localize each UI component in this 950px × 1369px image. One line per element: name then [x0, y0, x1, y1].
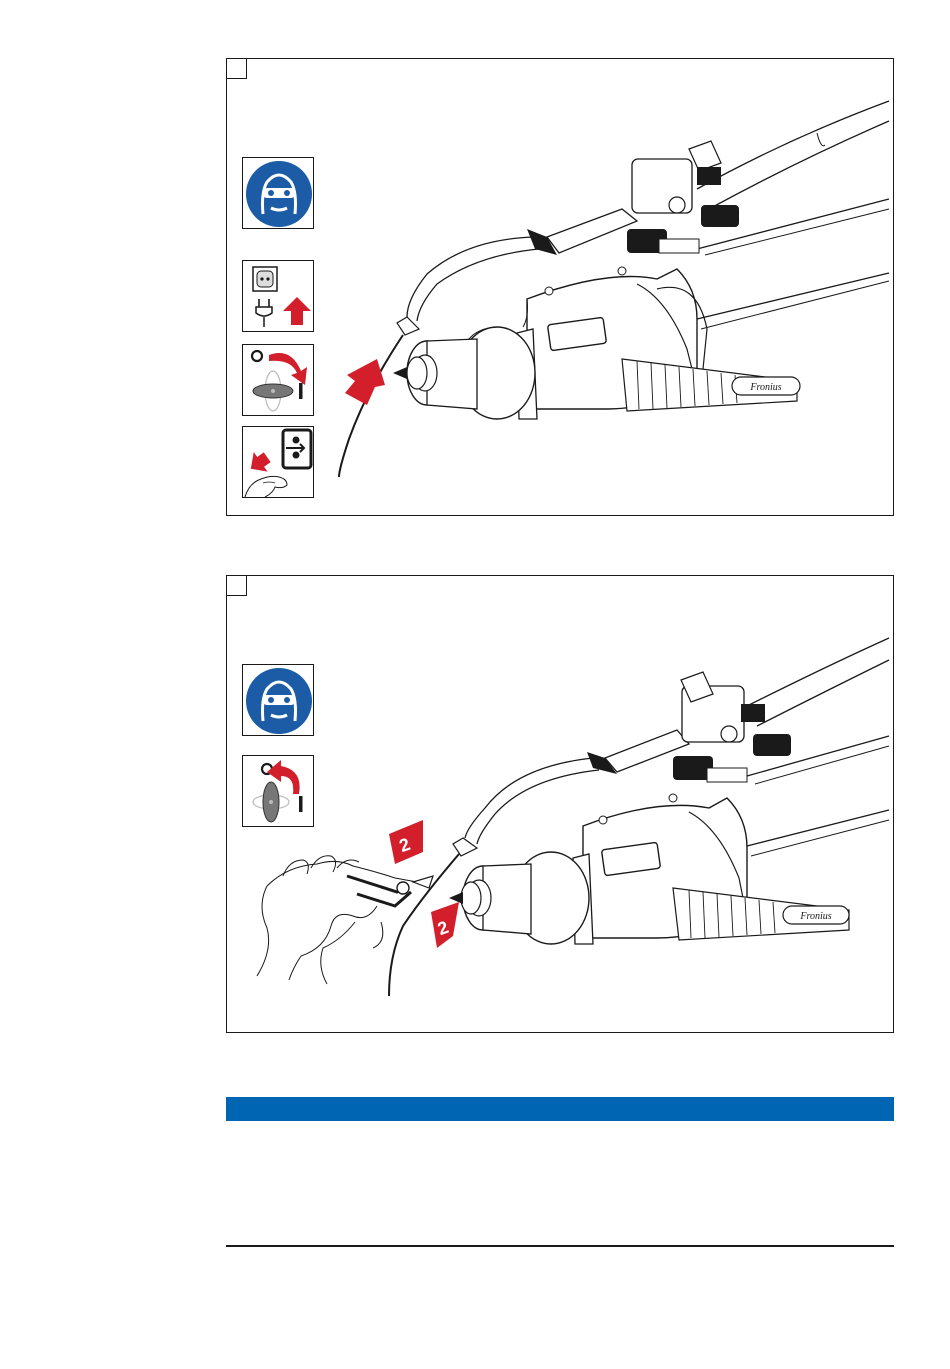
step-marker-upper: 2 — [389, 820, 423, 864]
wire-cutting-illustration: Fronius 2 2 — [227, 576, 895, 1034]
step-marker-lower: 2 — [431, 902, 459, 948]
torch-logo-text: Fronius — [749, 382, 781, 393]
footer-divider — [226, 1245, 894, 1247]
figure-2: Fronius 2 2 — [226, 575, 894, 1033]
note-header-bar — [226, 1097, 894, 1121]
torch-logo-text: Fronius — [799, 911, 831, 922]
figure-1: Fronius — [226, 58, 894, 516]
welding-torch-illustration: Fronius — [227, 59, 895, 517]
